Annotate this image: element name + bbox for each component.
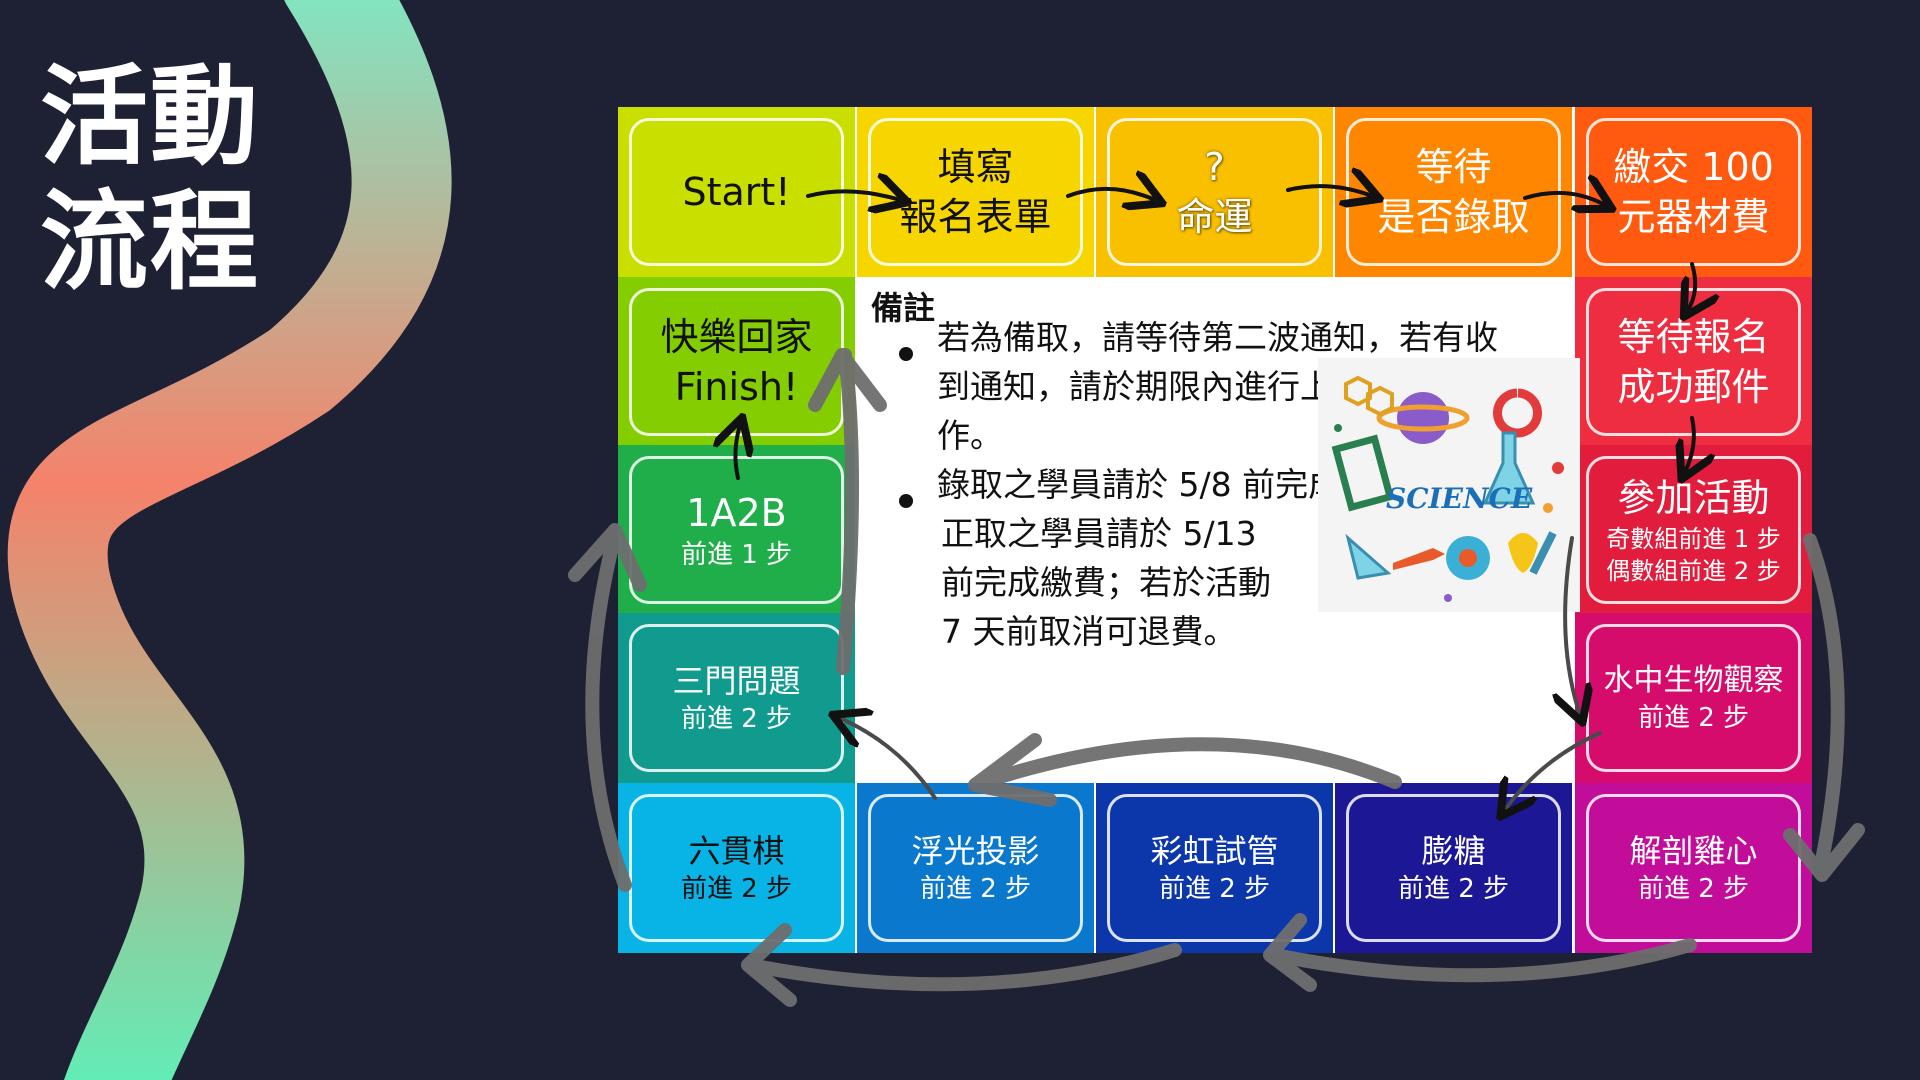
cell-pay-fee: 繳交 100 元器材費 [1575,107,1812,277]
title-line-1: 活動 [40,55,261,180]
checkers-title: 六貫棋 [688,832,785,870]
cell-chinese-checkers: 六貫棋 前進 2 步 [618,783,855,953]
finish-line1: 快樂回家 [660,315,813,359]
wait-mail-line1: 等待報名 [1617,315,1770,359]
cell-water-bio: 水中生物觀察 前進 2 步 [1575,613,1812,783]
fate-question-mark: ? [1204,145,1225,189]
start-label: Start! [682,170,791,214]
science-text: SCIENCE [1386,482,1533,515]
note-1-line-1: 若為備取，請等待第二波通知，若有收 [937,318,1498,357]
game-board: Start! 填寫 報名表單 ? 命運 等待 是否錄取 繳交 100 元器材費 … [618,107,1812,953]
pay-fee-line1: 繳交 100 [1613,145,1774,189]
fill-form-line1: 填寫 [937,145,1014,189]
cell-fill-form: 填寫 報名表單 [857,107,1094,277]
join-even: 偶數組前進 2 步 [1606,557,1781,585]
cell-1a2b: 1A2B 前進 1 步 [618,445,855,615]
join-odd: 奇數組前進 1 步 [1606,525,1781,553]
page-title: 活動 流程 [40,55,260,305]
cell-three-doors: 三門問題 前進 2 步 [618,613,855,783]
cotton-candy-title: 膨糖 [1421,832,1486,870]
cell-dissect: 解剖雞心 前進 2 步 [1575,783,1812,953]
three-doors-steps: 前進 2 步 [680,704,793,734]
water-bio-title: 水中生物觀察 [1603,663,1784,698]
light-proj-title: 浮光投影 [911,832,1040,870]
game-1a2b-steps: 前進 1 步 [680,540,793,570]
wait-admit-line1: 等待 [1415,145,1492,189]
rainbow-tube-title: 彩虹試管 [1150,832,1279,870]
game-1a2b-title: 1A2B [686,491,787,535]
cell-start: Start! [618,107,855,277]
join-title: 參加活動 [1617,476,1770,520]
dissect-steps: 前進 2 步 [1637,874,1750,904]
note-2-line-3: 前完成繳費；若於活動 [941,563,1271,602]
bullet-dot-2 [899,494,913,508]
bullet-dot-1 [899,347,913,361]
cell-wait-admit: 等待 是否錄取 [1335,107,1572,277]
fate-label: 命運 [1176,195,1253,239]
dissect-title: 解剖雞心 [1629,832,1758,870]
cell-light-projection: 浮光投影 前進 2 步 [857,783,1094,953]
wait-admit-line2: 是否錄取 [1377,195,1530,239]
wait-mail-line2: 成功郵件 [1617,365,1770,409]
cotton-candy-steps: 前進 2 步 [1397,874,1510,904]
note-1-line-3: 作。 [937,416,1003,455]
cell-finish: 快樂回家 Finish! [618,277,855,447]
rainbow-tube-steps: 前進 2 步 [1158,874,1271,904]
note-2-line-4: 7 天前取消可退費。 [941,612,1237,651]
fill-form-line2: 報名表單 [899,195,1052,239]
science-illustration: SCIENCE [1318,358,1580,612]
cell-wait-mail: 等待報名 成功郵件 [1575,277,1812,447]
notes-title: 備註 [871,289,936,327]
cell-cotton-candy: 膨糖 前進 2 步 [1335,783,1572,953]
light-proj-steps: 前進 2 步 [919,874,1032,904]
pay-fee-line2: 元器材費 [1617,195,1770,239]
cell-join: 參加活動 奇數組前進 1 步 偶數組前進 2 步 [1575,445,1812,615]
cell-fate: ? 命運 [1096,107,1333,277]
finish-line2: Finish! [674,365,799,409]
three-doors-title: 三門問題 [672,662,801,700]
note-2-line-2: 正取之學員請於 5/13 [941,514,1257,553]
note-bullet-2: 錄取之學員請於 5/8 前完成繳費， 正取之學員請於 5/13 前完成繳費；若於… [937,460,1567,656]
title-line-2: 流程 [40,180,261,305]
cell-rainbow-tube: 彩虹試管 前進 2 步 [1096,783,1333,953]
water-bio-steps: 前進 2 步 [1637,703,1750,733]
checkers-steps: 前進 2 步 [680,874,793,904]
